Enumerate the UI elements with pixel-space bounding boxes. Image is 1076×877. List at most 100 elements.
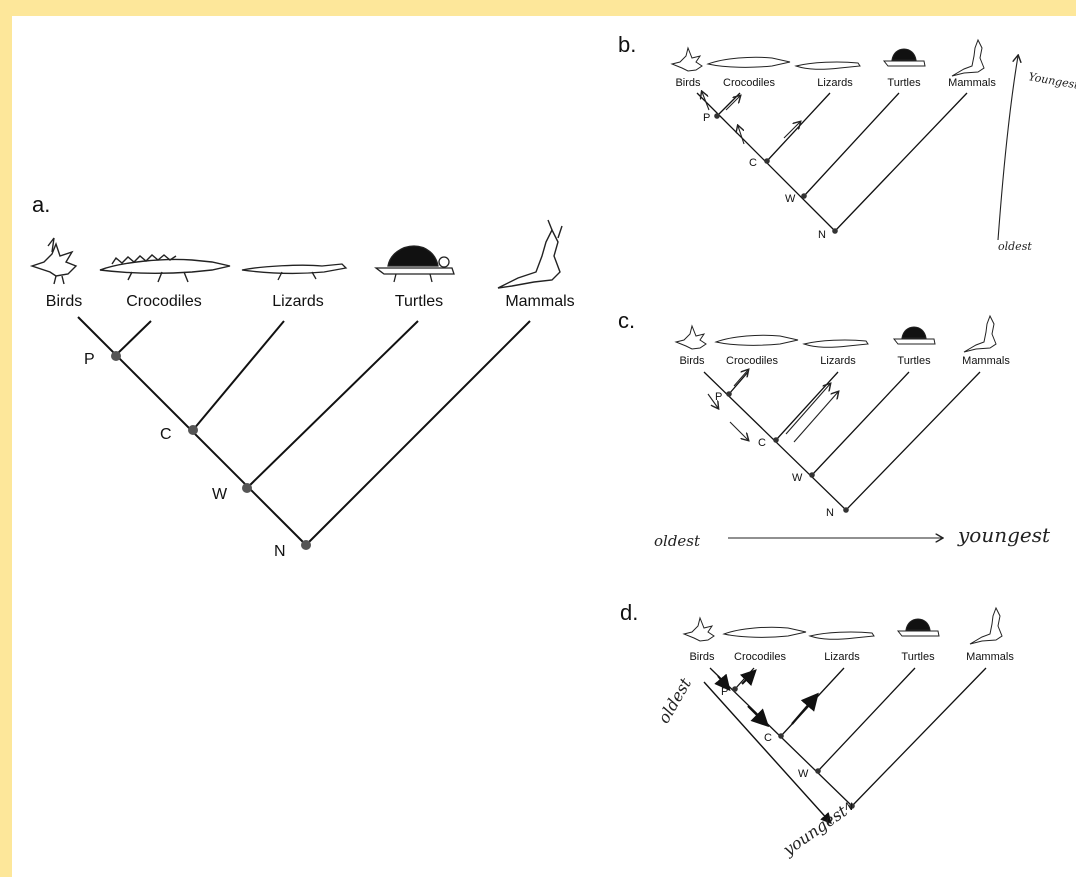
lizard-icon	[808, 631, 875, 640]
panel-b: b. Birds Crocodiles Lizards Turtles Mamm…	[618, 32, 1076, 253]
youngest-annotation: youngest	[779, 801, 852, 860]
node-label-n: N	[274, 543, 286, 560]
taxon-label-birds: Birds	[675, 77, 701, 89]
branch-mammals	[305, 320, 531, 546]
node-c	[773, 437, 779, 443]
panel-label-a: a.	[32, 192, 50, 217]
bird-icon	[674, 324, 707, 350]
branch-turtles	[811, 371, 910, 476]
kangaroo-icon	[951, 38, 985, 77]
node-label-c: C	[758, 437, 766, 449]
node-label-c: C	[749, 157, 757, 169]
node-label-w: W	[798, 768, 809, 780]
turtle-icon	[374, 245, 455, 283]
crocodile-icon	[714, 334, 799, 346]
branch-turtles	[803, 92, 900, 197]
taxon-label-mammals: Mammals	[948, 77, 996, 89]
crocodile-icon	[722, 626, 807, 638]
node-w	[801, 193, 807, 199]
branch-lizards	[192, 320, 285, 431]
lizard-icon	[794, 61, 861, 70]
branch-mammals	[845, 371, 981, 511]
panel-a: a. Birds Crocodiles Lizards	[29, 192, 575, 560]
taxon-label-crocodiles: Crocodiles	[734, 651, 786, 663]
youngest-annotation: Youngest	[1027, 70, 1076, 92]
panel-label-d: d.	[620, 600, 638, 625]
branch-mammals	[851, 667, 987, 807]
kangaroo-icon	[497, 219, 563, 289]
turtle-icon	[896, 618, 940, 637]
branch-turtles	[817, 667, 916, 772]
taxon-label-crocodiles: Crocodiles	[126, 293, 202, 310]
node-label-c: C	[764, 732, 772, 744]
branch-crocodiles	[728, 371, 749, 395]
taxon-label-lizards: Lizards	[817, 77, 853, 89]
node-w	[809, 472, 815, 478]
node-label-p: P	[715, 391, 722, 403]
node-n	[832, 228, 838, 234]
time-arrow	[703, 681, 832, 825]
node-p	[726, 391, 732, 397]
node-c	[778, 733, 784, 739]
branch-crocodiles	[716, 92, 741, 117]
node-n	[843, 507, 849, 513]
branch-mammals	[834, 92, 968, 232]
node-c	[188, 425, 198, 435]
taxon-label-mammals: Mammals	[966, 651, 1014, 663]
node-w	[242, 483, 252, 493]
node-p	[714, 113, 720, 119]
taxon-label-turtles: Turtles	[897, 355, 931, 367]
turtle-icon	[892, 326, 936, 345]
panel-c: c. Birds Crocodiles Lizards Turtles Mamm…	[618, 308, 1051, 550]
branch-turtles	[246, 320, 419, 489]
node-label-w: W	[785, 193, 796, 205]
panel-label-c: c.	[618, 308, 635, 333]
node-label-p: P	[84, 351, 95, 368]
bird-icon	[29, 237, 78, 285]
node-label-n: N	[818, 229, 826, 241]
taxon-label-turtles: Turtles	[887, 77, 921, 89]
taxon-label-lizards: Lizards	[820, 355, 856, 367]
taxon-label-mammals: Mammals	[505, 293, 574, 310]
node-label-n: N	[845, 801, 853, 813]
node-label-p: P	[703, 112, 710, 124]
taxon-label-mammals: Mammals	[962, 355, 1010, 367]
branch-lizards	[780, 667, 845, 737]
panel-d: d. Birds Crocodiles Lizards Turtles Mamm…	[620, 600, 1014, 860]
node-p	[732, 686, 738, 692]
panel-label-b: b.	[618, 32, 636, 57]
kangaroo-icon	[963, 314, 997, 353]
time-arrow	[997, 56, 1018, 241]
taxon-label-crocodiles: Crocodiles	[723, 77, 775, 89]
figure-panel: a. Birds Crocodiles Lizards	[12, 16, 1076, 877]
taxon-label-turtles: Turtles	[901, 651, 935, 663]
node-label-n: N	[826, 507, 834, 519]
turtle-icon	[882, 48, 926, 67]
youngest-annotation: youngest	[957, 523, 1051, 547]
node-label-c: C	[160, 426, 172, 443]
taxon-label-turtles: Turtles	[395, 293, 443, 310]
branch-lizards	[775, 371, 839, 441]
node-w	[815, 768, 821, 774]
node-label-p: P	[721, 686, 728, 698]
node-c	[764, 158, 770, 164]
taxon-label-birds: Birds	[689, 651, 715, 663]
node-label-w: W	[792, 472, 803, 484]
kangaroo-icon	[969, 606, 1003, 645]
node-n	[301, 540, 311, 550]
branch-lizards	[766, 92, 831, 162]
taxon-label-birds: Birds	[679, 355, 705, 367]
branch-crocodiles	[115, 320, 152, 356]
oldest-annotation: oldest	[654, 532, 701, 550]
node-label-w: W	[212, 486, 228, 503]
taxon-label-crocodiles: Crocodiles	[726, 355, 778, 367]
oldest-annotation: oldest	[654, 674, 695, 727]
handdrawn-arrows	[707, 370, 942, 538]
handdrawn-arrows	[702, 56, 1018, 241]
taxon-label-lizards: Lizards	[824, 651, 860, 663]
node-n	[849, 803, 855, 809]
taxon-label-lizards: Lizards	[272, 293, 324, 310]
crocodile-icon	[99, 254, 231, 283]
lizard-icon	[241, 263, 348, 281]
cladogram-figure: a. Birds Crocodiles Lizards	[29, 32, 1076, 860]
